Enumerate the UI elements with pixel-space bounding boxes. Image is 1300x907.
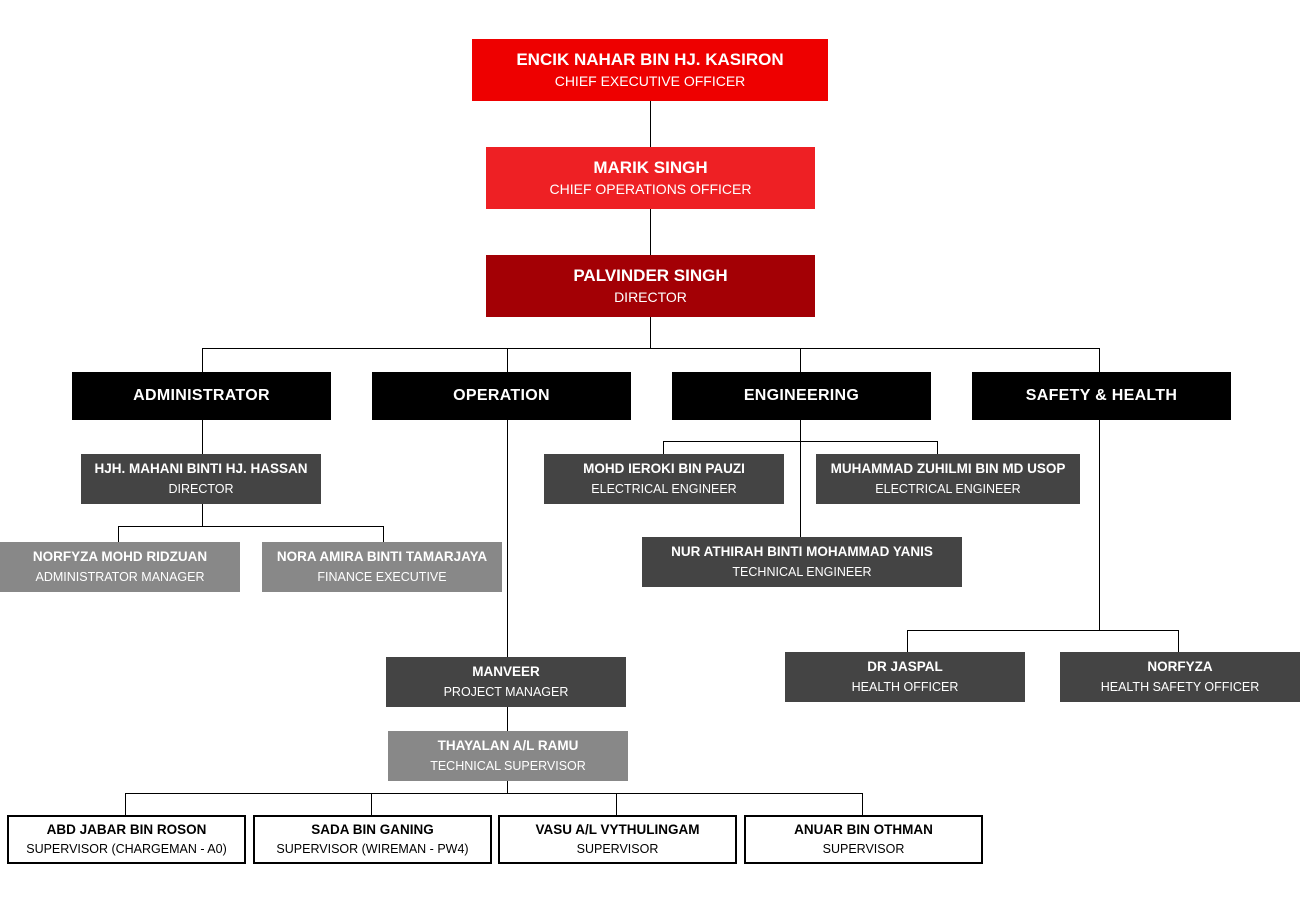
supervisor-box-3: VASU A/L VYTHULINGAM SUPERVISOR: [498, 815, 737, 864]
health-safety-officer-box: NORFYZA HEALTH SAFETY OFFICER: [1060, 652, 1300, 702]
supervisor-3-name: VASU A/L VYTHULINGAM: [535, 821, 700, 837]
technical-supervisor-box: THAYALAN A/L RAMU TECHNICAL SUPERVISOR: [388, 731, 628, 781]
technical-engineer-box: NUR ATHIRAH BINTI MOHAMMAD YANIS TECHNIC…: [642, 537, 962, 587]
electrical-engineer-1-box: MOHD IEROKI BIN PAUZI ELECTRICAL ENGINEE…: [544, 454, 784, 504]
finance-executive-role: FINANCE EXECUTIVE: [317, 569, 447, 584]
dept-operation-label: OPERATION: [453, 387, 550, 405]
project-manager-role: PROJECT MANAGER: [443, 684, 569, 699]
coo-box: MARIK SINGH CHIEF OPERATIONS OFFICER: [486, 147, 815, 209]
admin-manager-role: ADMINISTRATOR MANAGER: [35, 569, 205, 584]
supervisor-4-name: ANUAR BIN OTHMAN: [794, 821, 933, 837]
health-officer-role: HEALTH OFFICER: [851, 679, 959, 694]
supervisor-4-role: SUPERVISOR: [822, 842, 905, 857]
supervisor-box-4: ANUAR BIN OTHMAN SUPERVISOR: [744, 815, 983, 864]
director-role: DIRECTOR: [614, 289, 687, 306]
dept-engineering: ENGINEERING: [672, 372, 931, 420]
dept-administrator-label: ADMINISTRATOR: [133, 387, 270, 405]
electrical-engineer-2-box: MUHAMMAD ZUHILMI BIN MD USOP ELECTRICAL …: [816, 454, 1080, 504]
coo-role: CHIEF OPERATIONS OFFICER: [549, 181, 752, 198]
dept-operation: OPERATION: [372, 372, 631, 420]
finance-executive-name: NORA AMIRA BINTI TAMARJAYA: [276, 549, 488, 565]
coo-name: MARIK SINGH: [593, 157, 708, 177]
director-box: PALVINDER SINGH DIRECTOR: [486, 255, 815, 317]
project-manager-box: MANVEER PROJECT MANAGER: [386, 657, 626, 707]
electrical-engineer-2-role: ELECTRICAL ENGINEER: [875, 481, 1021, 496]
ceo-box: ENCIK NAHAR BIN HJ. KASIRON CHIEF EXECUT…: [472, 39, 828, 101]
technical-engineer-role: TECHNICAL ENGINEER: [732, 564, 872, 579]
health-safety-officer-role: HEALTH SAFETY OFFICER: [1100, 679, 1260, 694]
admin-director-box: HJH. MAHANI BINTI HJ. HASSAN DIRECTOR: [81, 454, 321, 504]
supervisor-box-1: ABD JABAR BIN ROSON SUPERVISOR (CHARGEMA…: [7, 815, 246, 864]
health-officer-name: DR JASPAL: [867, 659, 943, 675]
admin-director-role: DIRECTOR: [168, 481, 234, 496]
supervisor-1-role: SUPERVISOR (CHARGEMAN - A0): [26, 842, 227, 857]
director-name: PALVINDER SINGH: [573, 265, 728, 285]
technical-supervisor-name: THAYALAN A/L RAMU: [437, 738, 579, 754]
supervisor-1-name: ABD JABAR BIN ROSON: [46, 821, 207, 837]
ceo-name: ENCIK NAHAR BIN HJ. KASIRON: [516, 49, 784, 69]
admin-manager-box: NORFYZA MOHD RIDZUAN ADMINISTRATOR MANAG…: [0, 542, 240, 592]
supervisor-2-role: SUPERVISOR (WIREMAN - PW4): [276, 842, 469, 857]
health-officer-box: DR JASPAL HEALTH OFFICER: [785, 652, 1025, 702]
supervisor-3-role: SUPERVISOR: [576, 842, 659, 857]
dept-safety-health: SAFETY & HEALTH: [972, 372, 1231, 420]
electrical-engineer-2-name: MUHAMMAD ZUHILMI BIN MD USOP: [830, 461, 1066, 477]
project-manager-name: MANVEER: [472, 664, 540, 680]
admin-director-name: HJH. MAHANI BINTI HJ. HASSAN: [94, 461, 308, 477]
dept-engineering-label: ENGINEERING: [743, 387, 860, 405]
technical-engineer-name: NUR ATHIRAH BINTI MOHAMMAD YANIS: [671, 544, 933, 560]
admin-manager-name: NORFYZA MOHD RIDZUAN: [32, 549, 208, 565]
finance-executive-box: NORA AMIRA BINTI TAMARJAYA FINANCE EXECU…: [262, 542, 502, 592]
health-safety-officer-name: NORFYZA: [1147, 659, 1213, 675]
dept-safety-health-label: SAFETY & HEALTH: [1025, 387, 1178, 405]
dept-administrator: ADMINISTRATOR: [72, 372, 331, 420]
supervisor-2-name: SADA BIN GANING: [311, 821, 434, 837]
electrical-engineer-1-name: MOHD IEROKI BIN PAUZI: [583, 461, 745, 477]
electrical-engineer-1-role: ELECTRICAL ENGINEER: [591, 481, 737, 496]
supervisor-box-2: SADA BIN GANING SUPERVISOR (WIREMAN - PW…: [253, 815, 492, 864]
technical-supervisor-role: TECHNICAL SUPERVISOR: [430, 758, 586, 773]
ceo-role: CHIEF EXECUTIVE OFFICER: [554, 73, 746, 90]
